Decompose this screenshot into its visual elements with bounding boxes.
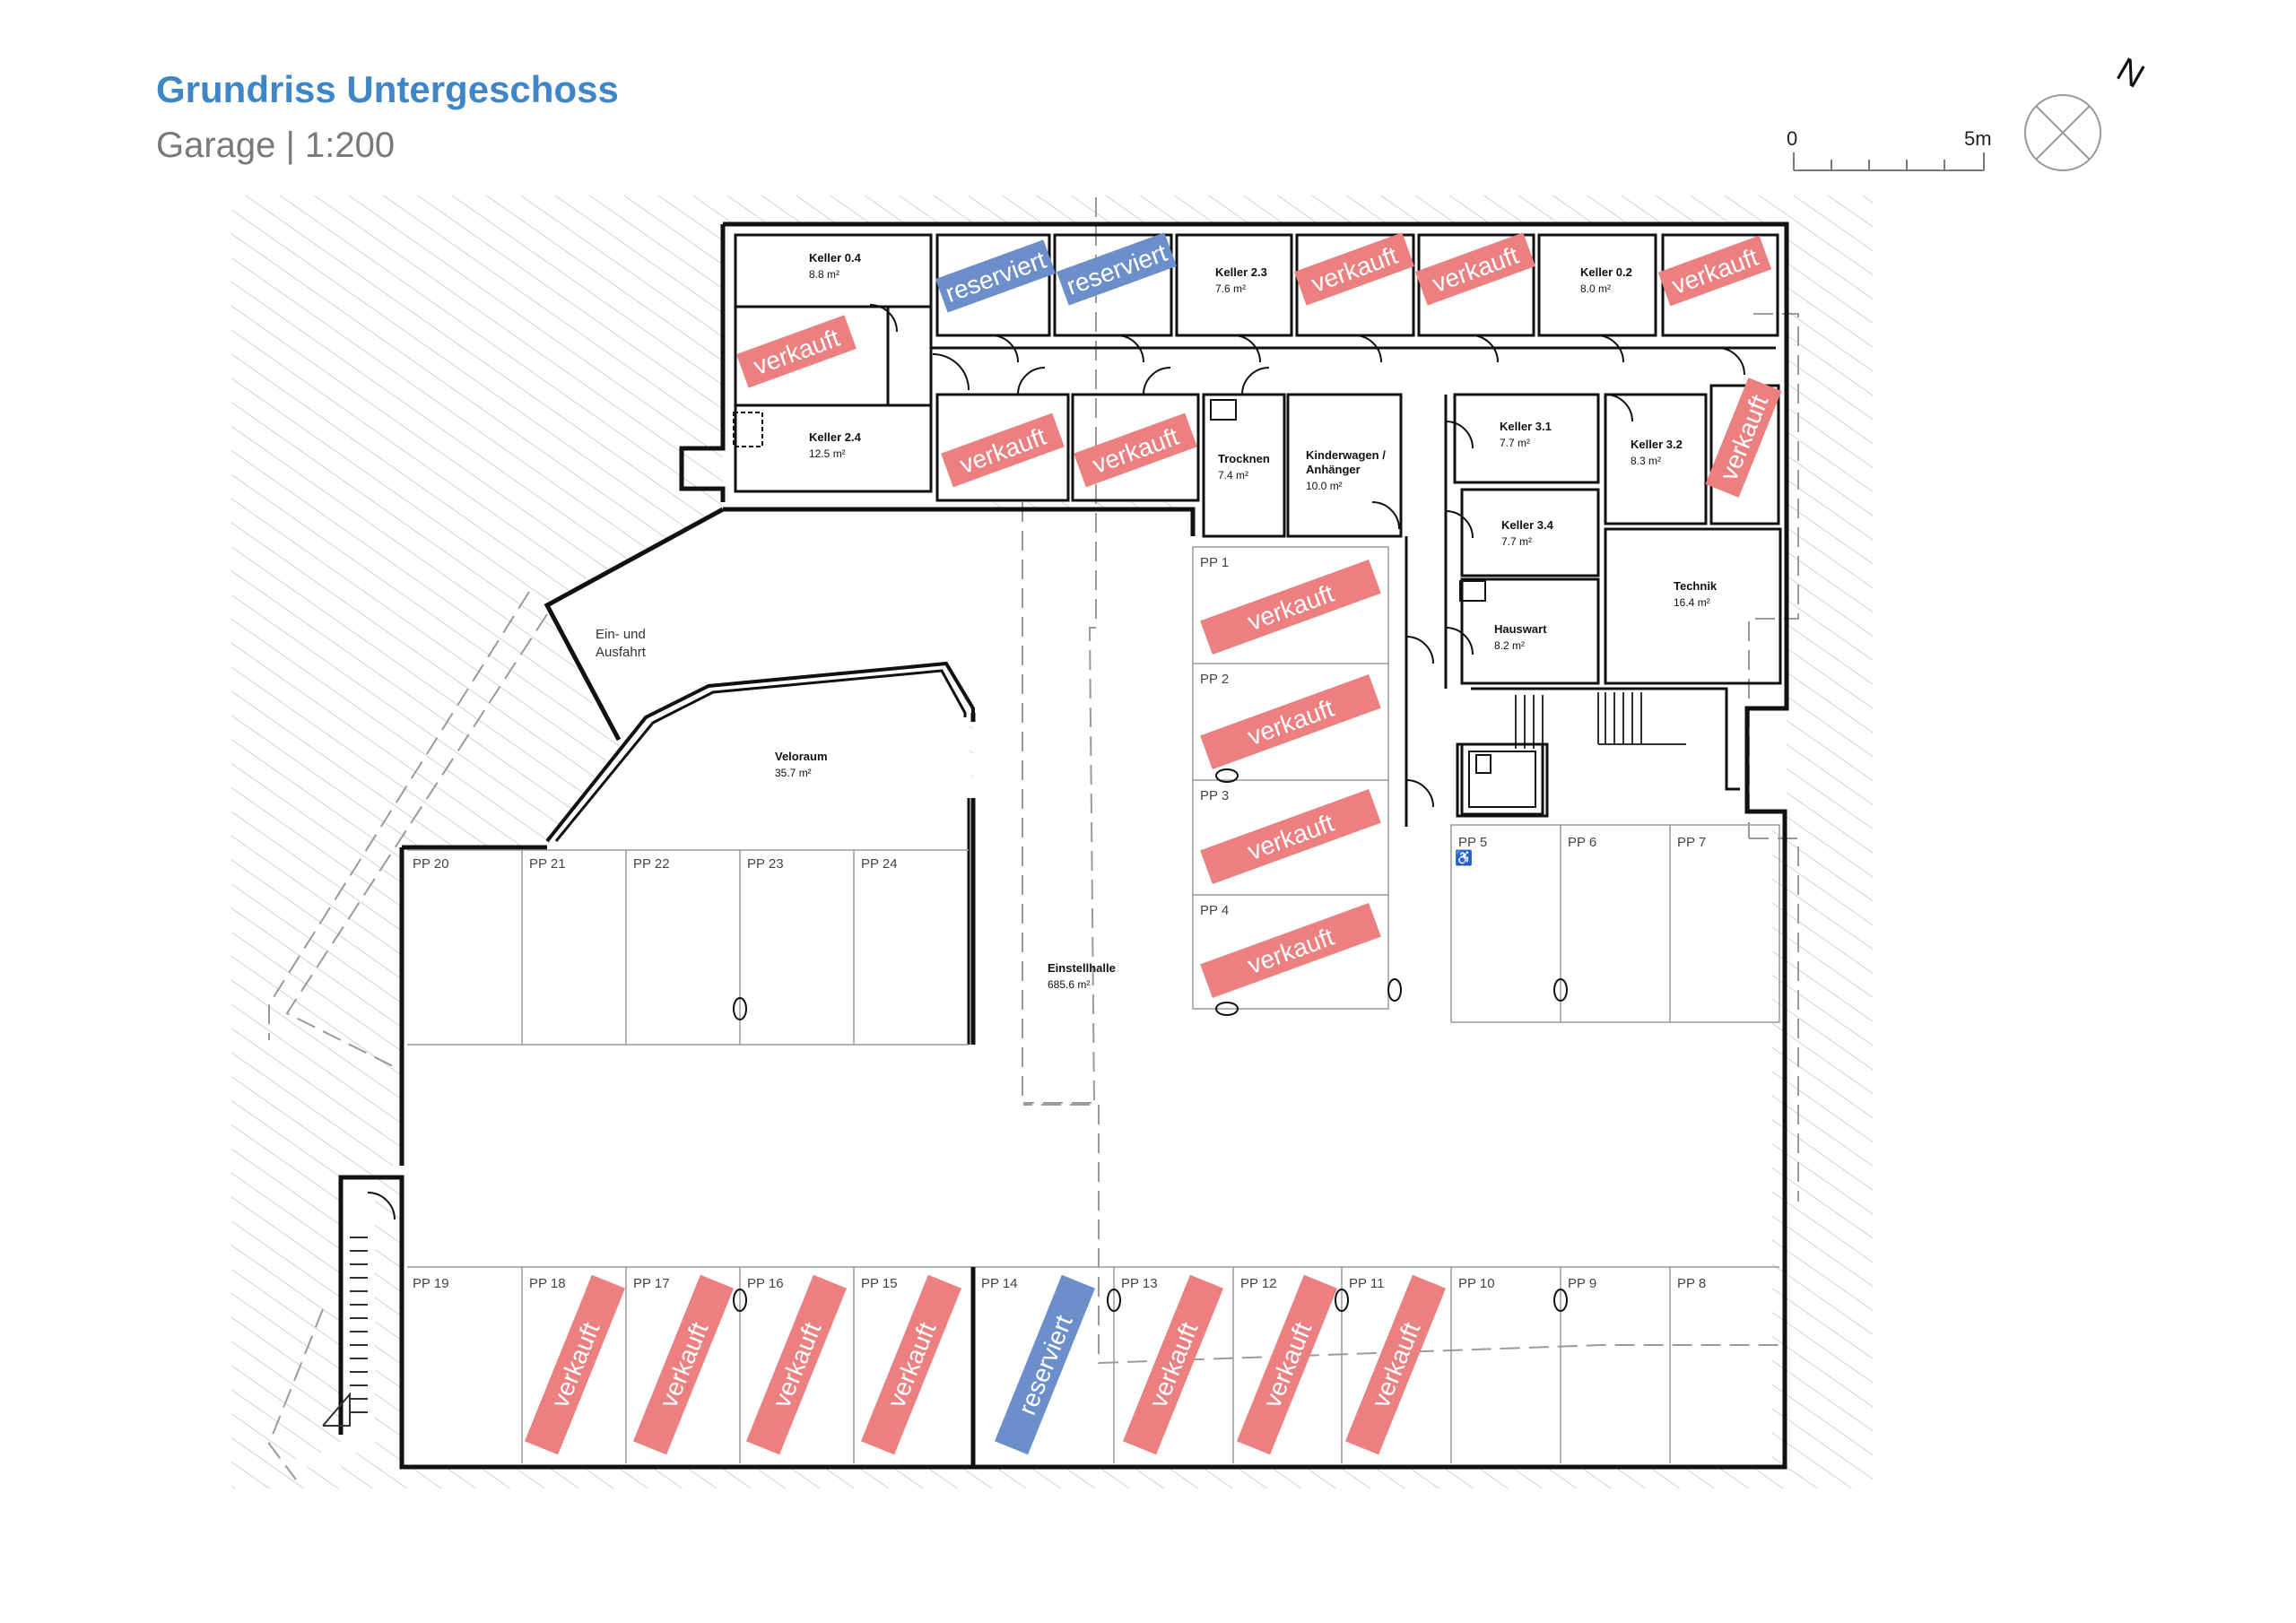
parking-labels: PP 1 PP 2 PP 3 PP 4 PP 5 PP 6 PP 7 PP 8 … <box>413 555 1706 1291</box>
parking-label: PP 24 <box>861 856 898 872</box>
room-name: Keller 3.1 <box>1500 420 1552 433</box>
parking-label: PP 10 <box>1458 1276 1495 1291</box>
parking-label: PP 8 <box>1677 1276 1706 1291</box>
einfahrt-label-2: Ausfahrt <box>596 645 647 660</box>
room-labels: Keller 0.4 8.8 m² Keller 2.4 12.5 m² Kel… <box>596 251 1718 991</box>
room-name: Keller 3.2 <box>1631 438 1683 451</box>
parking-label: PP 17 <box>633 1276 670 1291</box>
parking-label: PP 12 <box>1240 1276 1277 1291</box>
room-area: 8.3 m² <box>1631 455 1661 467</box>
room-area: 8.2 m² <box>1494 639 1525 652</box>
building-footprint <box>296 224 1787 1467</box>
veloraum-area: 35.7 m² <box>775 767 812 779</box>
room-area: 7.6 m² <box>1215 282 1246 295</box>
parking-label: PP 9 <box>1568 1276 1596 1291</box>
stair-upper <box>1515 692 1686 749</box>
einfahrt-label-1: Ein- und <box>596 627 646 642</box>
elevator <box>1460 742 1544 816</box>
room-area: 16.4 m² <box>1674 596 1710 609</box>
parking-label: PP 6 <box>1568 835 1596 850</box>
room-name: Anhänger <box>1306 463 1361 476</box>
parking-label: PP 14 <box>981 1276 1018 1291</box>
room-name: Technik <box>1674 579 1718 593</box>
parking-label: PP 22 <box>633 856 670 872</box>
parking-label: PP 18 <box>529 1276 566 1291</box>
veloraum-name: Veloraum <box>775 750 828 763</box>
dashed-overhead-lines <box>267 197 1799 1480</box>
einstellhalle-name: Einstellhalle <box>1048 961 1116 975</box>
ramp-area <box>547 502 973 740</box>
parking-label: PP 5 <box>1458 835 1487 850</box>
parking-label: PP 1 <box>1200 555 1229 570</box>
north-arrow-icon <box>2024 94 2101 171</box>
parking-label: PP 2 <box>1200 672 1229 687</box>
room-area: 12.5 m² <box>809 447 846 460</box>
parking-label: PP 11 <box>1349 1276 1384 1291</box>
room-name: Keller 2.4 <box>809 430 862 444</box>
room-area: 8.0 m² <box>1580 282 1611 295</box>
parking-label: PP 4 <box>1200 903 1229 918</box>
room-name: Keller 0.2 <box>1580 265 1632 279</box>
page-subtitle: Garage | 1:200 <box>156 126 396 165</box>
room-area: 7.4 m² <box>1218 469 1248 482</box>
scale-end-label: 5m <box>1964 127 1992 150</box>
parking-label: PP 16 <box>747 1276 784 1291</box>
parking-label: PP 13 <box>1121 1276 1158 1291</box>
parking-label: PP 20 <box>413 856 449 872</box>
room-area: 8.8 m² <box>809 268 839 281</box>
parking-grid <box>407 546 1780 1463</box>
room-name: Trocknen <box>1218 452 1270 465</box>
parking-label: PP 21 <box>529 856 566 872</box>
veloraum-wall <box>545 661 975 843</box>
parking-label: PP 15 <box>861 1276 898 1291</box>
room-area: 7.7 m² <box>1501 535 1532 548</box>
accessible-icon: ♿ <box>1455 849 1473 866</box>
north-label: N <box>2110 51 2151 96</box>
scale-bar <box>1793 152 1985 171</box>
door-swings <box>367 304 1745 1220</box>
scale-start-label: 0 <box>1787 127 1797 150</box>
room-name: Keller 3.4 <box>1501 518 1554 532</box>
room-name: Keller 0.4 <box>809 251 862 265</box>
veloraum-inner <box>554 669 967 842</box>
parking-label: PP 7 <box>1677 835 1706 850</box>
parking-label: PP 19 <box>413 1276 449 1291</box>
fixtures <box>733 399 1568 1312</box>
page-title: Grundriss Untergeschoss <box>156 68 619 110</box>
parking-label: PP 23 <box>747 856 784 872</box>
outer-walls <box>338 221 1789 1470</box>
stair-lower <box>322 1237 368 1427</box>
room-area: 7.7 m² <box>1500 437 1530 449</box>
parking-label: PP 3 <box>1200 788 1229 803</box>
room-name: Kinderwagen / <box>1306 448 1386 462</box>
room-name: Hauswart <box>1494 622 1547 636</box>
room-name: Keller 2.3 <box>1215 265 1267 279</box>
room-area: 10.0 m² <box>1306 480 1343 492</box>
einstellhalle-area: 685.6 m² <box>1048 978 1090 991</box>
